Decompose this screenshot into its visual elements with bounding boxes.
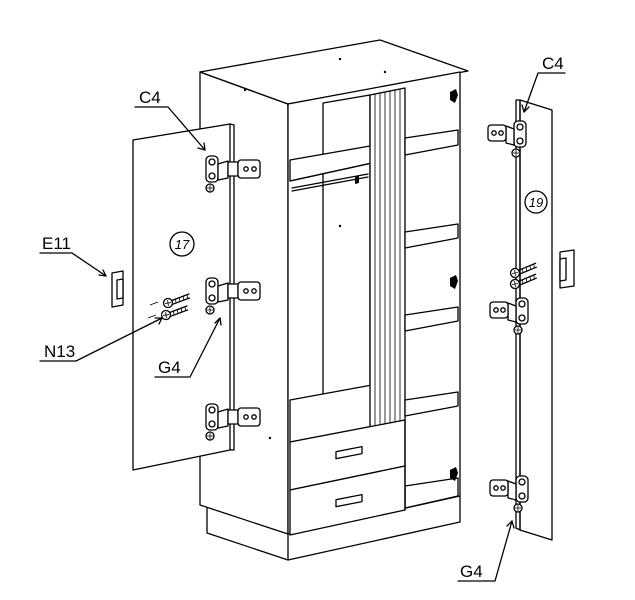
callout-n13: N13 xyxy=(39,317,163,362)
left-door-panel: 17 xyxy=(132,123,261,471)
callout-e11: E11 xyxy=(39,234,107,277)
right-door-panel: 19 xyxy=(487,99,575,541)
right-door-bottom-hinge xyxy=(489,475,529,513)
callout-c4-right-text: C4 xyxy=(542,54,564,73)
callout-g4-middle-text: G4 xyxy=(158,358,181,377)
right-door-top-hinge xyxy=(487,120,527,158)
right-door-number: 19 xyxy=(529,195,543,210)
callout-c4-left-text: C4 xyxy=(139,88,161,107)
callout-e11-text: E11 xyxy=(42,234,71,253)
e11-door-catch xyxy=(111,270,124,308)
right-door-middle-hinge xyxy=(489,297,529,335)
callout-g4-bottom: G4 xyxy=(457,520,515,582)
callout-c4-right: C4 xyxy=(521,54,566,113)
left-door-number-circle xyxy=(169,231,195,257)
callout-g4-middle: G4 xyxy=(154,317,222,378)
left-door-number: 17 xyxy=(175,237,190,252)
callout-g4-bottom-text: G4 xyxy=(460,562,483,581)
right-door-number-circle xyxy=(524,190,548,214)
callout-n13-text: N13 xyxy=(44,342,75,361)
callout-c4-left: C4 xyxy=(134,88,206,151)
